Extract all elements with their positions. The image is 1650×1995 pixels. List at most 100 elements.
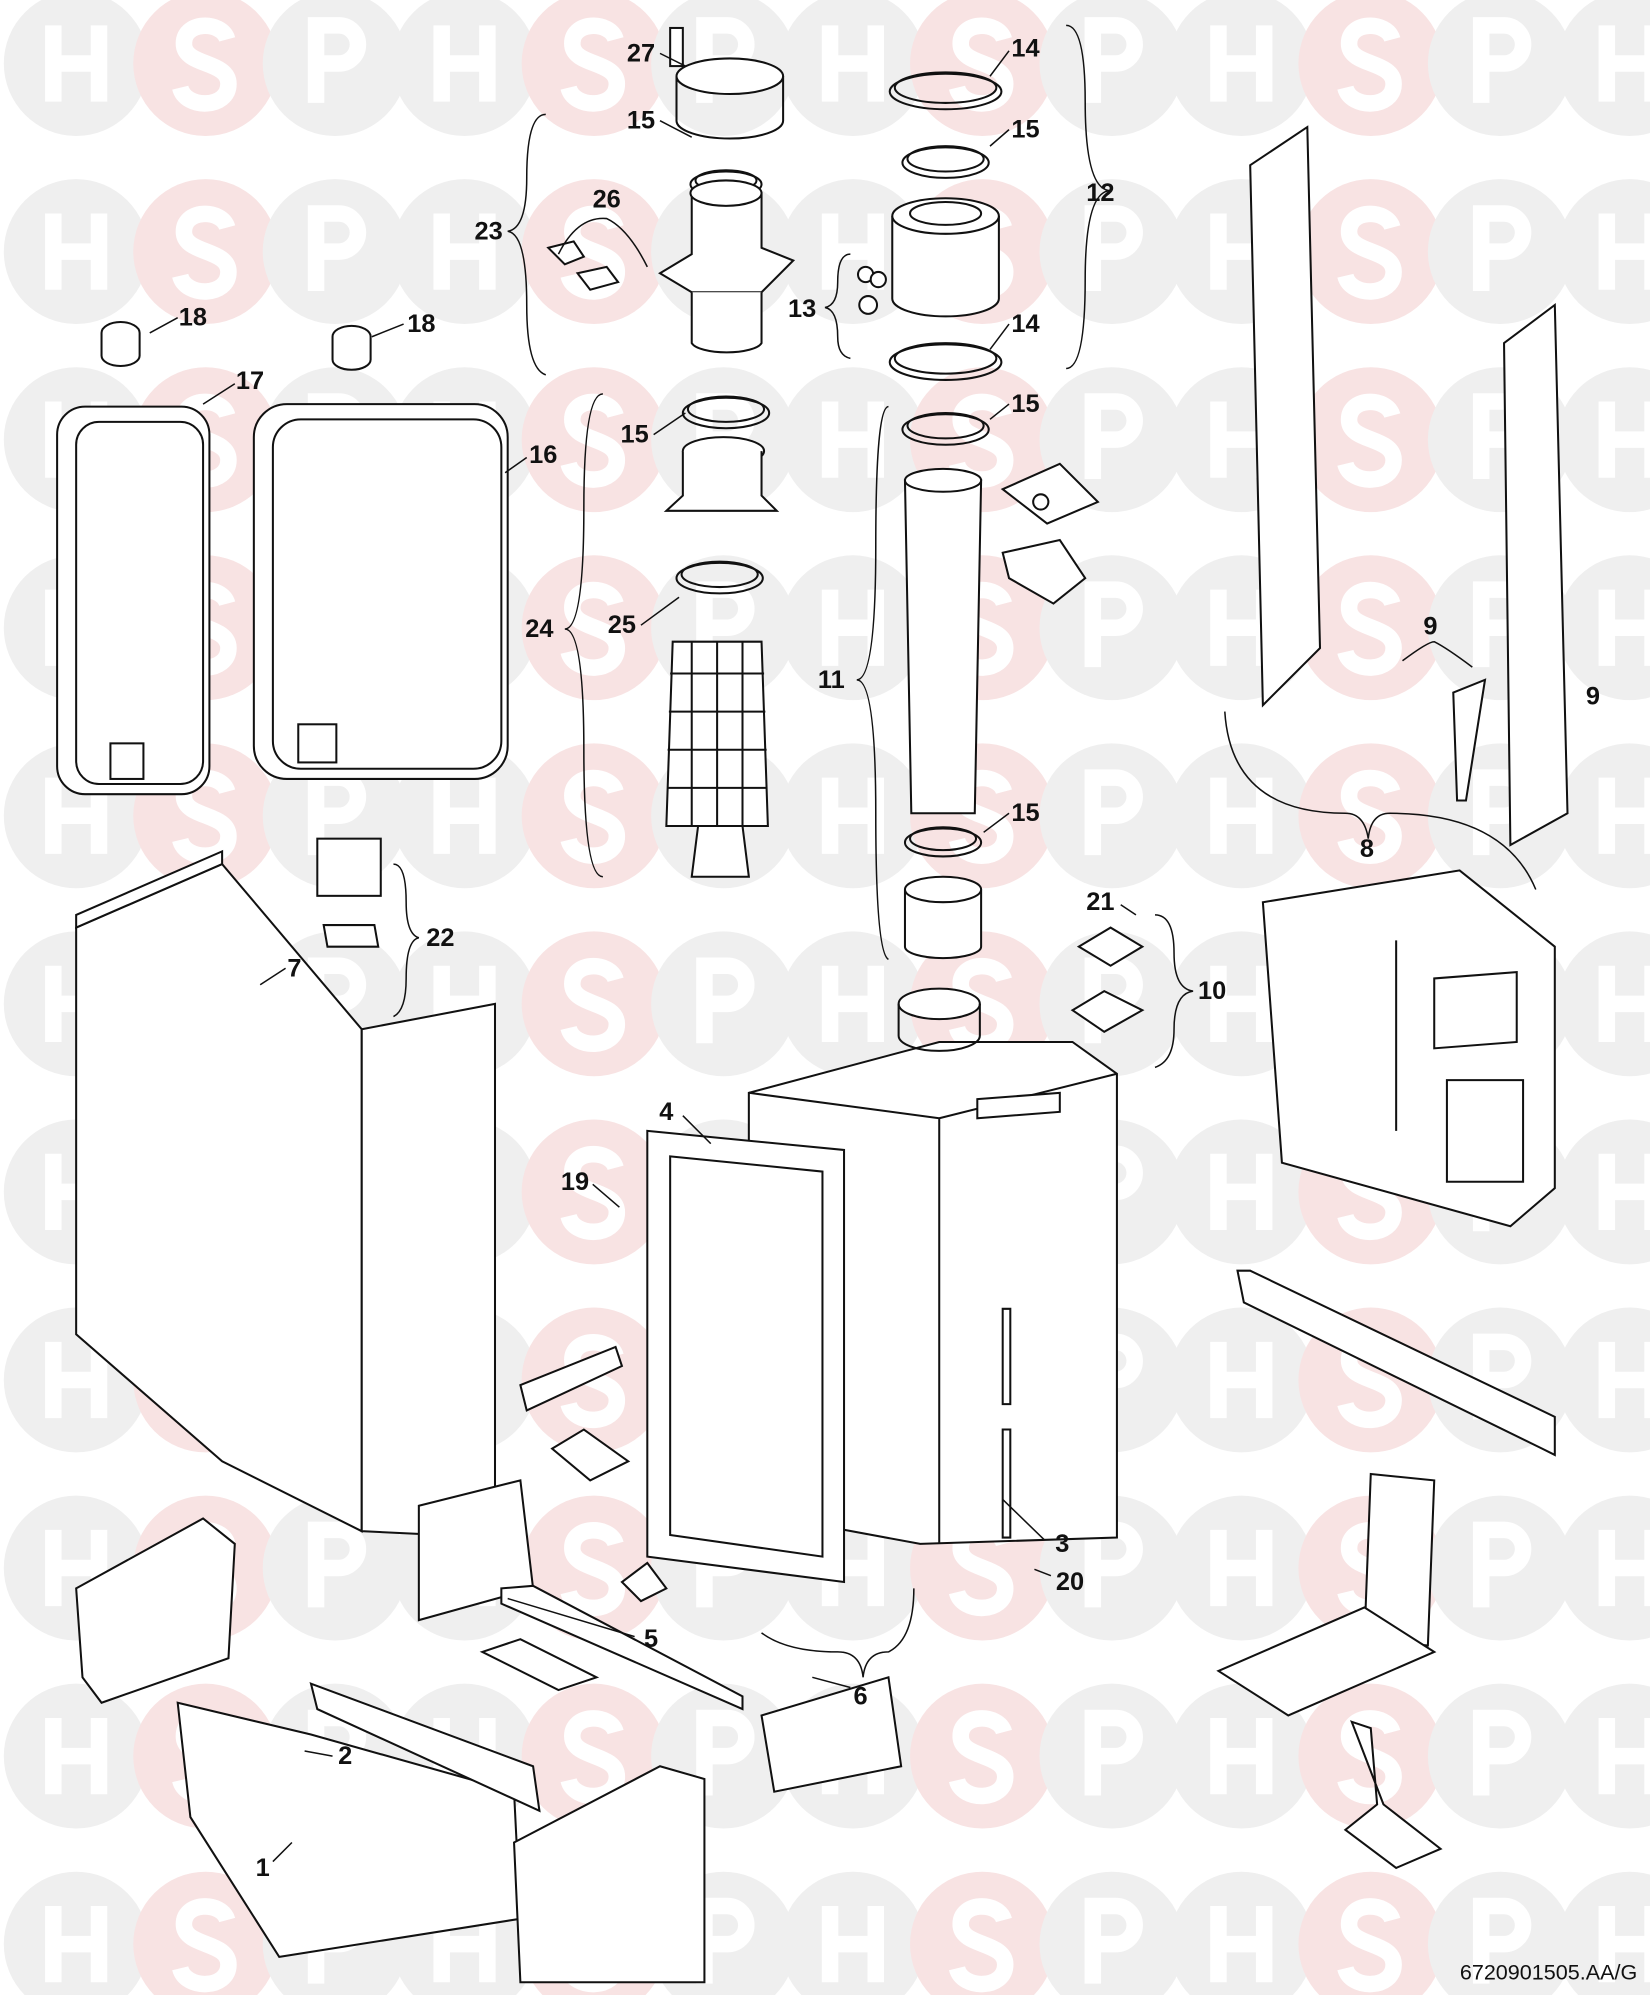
watermark-glyph-p <box>1472 205 1532 291</box>
watermark-glyph-s <box>172 1898 237 1993</box>
watermark-glyph-p <box>307 17 367 103</box>
watermark-glyph-s <box>560 393 626 488</box>
label-18: 18 <box>179 304 207 332</box>
diagram-id: 6720901505.AA/G <box>1460 1960 1637 1985</box>
watermark-glyph-h <box>1598 1529 1650 1607</box>
watermark-glyph-h <box>45 1906 108 1983</box>
flue-parts-left <box>546 26 796 878</box>
watermark-glyph-p <box>1084 205 1143 291</box>
label-1: 1 <box>256 1854 270 1882</box>
label-7: 7 <box>287 954 301 982</box>
watermark-glyph-h <box>1598 1717 1650 1795</box>
watermark-glyph-h <box>1598 25 1650 102</box>
part-labels: 27 15 26 23 18 18 17 16 15 24 25 14 15 1… <box>179 34 1637 1984</box>
label-20: 20 <box>1056 1568 1084 1596</box>
watermark-glyph-h <box>1210 1717 1273 1795</box>
label-21: 21 <box>1086 888 1114 916</box>
watermark-circle <box>1168 1871 1314 1995</box>
watermark-circle <box>1427 1871 1573 1995</box>
watermark-glyph-p <box>1084 1145 1143 1232</box>
watermark-glyph-p <box>1472 1709 1532 1796</box>
label-3: 3 <box>1055 1530 1069 1558</box>
watermark-glyph-p <box>1084 393 1143 480</box>
watermark-glyph-h <box>821 965 885 1042</box>
watermark-glyph-h <box>821 1906 885 1983</box>
watermark-glyph-s <box>1337 1898 1402 1993</box>
label-24: 24 <box>525 615 553 643</box>
label-14: 14 <box>1011 310 1039 338</box>
watermark-glyph-s <box>560 1146 626 1241</box>
watermark-glyph-h <box>1598 965 1650 1042</box>
watermark-glyph-p <box>1084 1709 1143 1796</box>
label-9: 9 <box>1423 612 1437 640</box>
watermark-glyph-h <box>1598 777 1650 854</box>
watermark-glyph-s <box>560 1334 626 1429</box>
label-2: 2 <box>338 1742 352 1770</box>
watermark-glyph-s <box>1337 205 1402 300</box>
watermark-glyph-h <box>1598 1906 1650 1983</box>
watermark-glyph-h <box>433 213 496 290</box>
watermark-glyph-s <box>1337 393 1402 488</box>
watermark-glyph-h <box>1210 965 1273 1042</box>
watermark-glyph-s <box>948 17 1014 112</box>
watermark-glyph-h <box>45 1717 108 1795</box>
watermark-glyph-s <box>560 1710 626 1805</box>
label-12: 12 <box>1086 179 1114 207</box>
watermark-circle <box>3 1871 149 1995</box>
label-10: 10 <box>1198 977 1226 1005</box>
label-19: 19 <box>561 1168 589 1196</box>
label-16: 16 <box>529 441 557 469</box>
watermark-glyph-p <box>1084 17 1143 103</box>
watermark-glyph-s <box>172 17 237 112</box>
leader-lines <box>149 24 1537 1863</box>
watermark-glyph-p <box>307 205 367 291</box>
label-11: 11 <box>818 666 845 694</box>
watermark-glyph-p <box>696 1709 755 1796</box>
watermark-circle <box>780 1871 926 1995</box>
casing-and-frame <box>75 837 1118 1584</box>
watermark-glyph-p <box>1084 769 1143 856</box>
watermark-glyph-p <box>696 957 755 1044</box>
watermark-glyph-h <box>433 777 496 854</box>
watermark-glyph-h <box>45 213 108 290</box>
expansion-vessels <box>56 321 509 796</box>
flue-parts-right <box>856 71 1145 1034</box>
watermark-glyph-h <box>1598 1341 1650 1419</box>
watermark-glyph-h <box>1598 589 1650 666</box>
watermark-circle <box>133 1871 278 1995</box>
watermark-glyph-p <box>1084 581 1143 668</box>
watermark-glyph-s <box>948 1710 1014 1805</box>
watermark-glyph-p <box>696 581 755 668</box>
watermark-glyph-h <box>1598 401 1650 478</box>
label-22: 22 <box>426 924 454 952</box>
watermark-glyph-h <box>1210 777 1273 854</box>
watermark-circle <box>1039 1871 1185 1995</box>
lower-parts <box>75 1345 903 1984</box>
watermark-glyph-s <box>1337 769 1402 864</box>
watermark-glyph-p <box>1084 1333 1143 1420</box>
watermark-glyph-h <box>1210 1153 1273 1231</box>
watermark-glyph-h <box>1210 1529 1273 1607</box>
label-15: 15 <box>621 421 649 449</box>
label-14: 14 <box>1011 34 1039 62</box>
label-15: 15 <box>1011 799 1039 827</box>
watermark-glyph-p <box>1084 1521 1143 1608</box>
watermark-circle <box>910 1871 1055 1995</box>
label-15: 15 <box>1011 390 1039 418</box>
watermark-glyph-h <box>1210 1341 1273 1419</box>
watermark-glyph-h <box>1598 1153 1650 1231</box>
label-8: 8 <box>1360 835 1374 863</box>
watermark-glyph-s <box>560 581 626 676</box>
watermark-glyph-p <box>696 1897 755 1984</box>
watermark-glyph-s <box>560 957 626 1052</box>
label-26: 26 <box>593 185 621 213</box>
watermark-glyph-p <box>1084 1897 1143 1984</box>
label-9: 9 <box>1586 682 1600 710</box>
watermark-glyph-s <box>560 1522 626 1617</box>
watermark-glyph-p <box>307 1521 367 1608</box>
watermark-glyph-h <box>1210 25 1273 102</box>
label-17: 17 <box>236 367 264 395</box>
watermark-glyph-p <box>1472 17 1532 103</box>
